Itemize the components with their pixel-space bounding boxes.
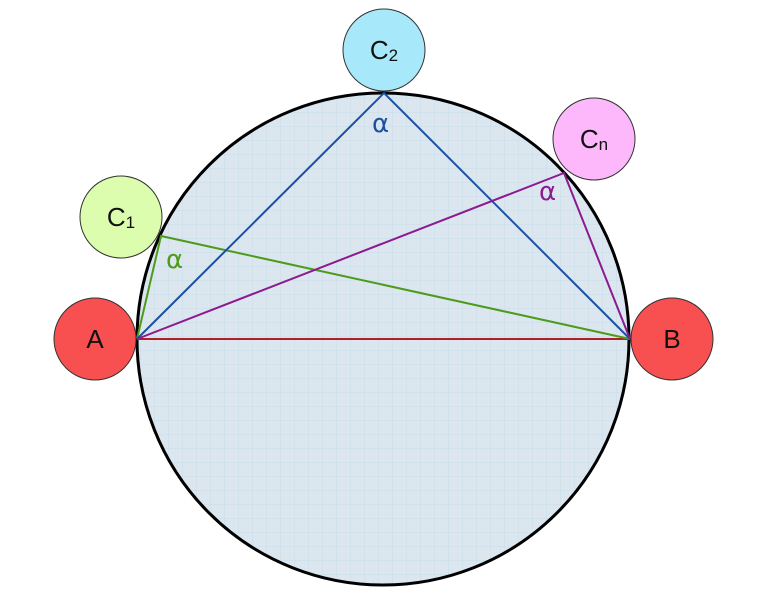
point-b-node: B [630,297,714,381]
point-a-circle [53,297,137,381]
point-b-label: B [663,324,680,354]
point-c2-node: C2 [342,8,426,92]
point-c1-node: C1 [79,175,163,259]
point-cn-circle [552,97,636,181]
triangle-a-c1-b [136,234,631,340]
point-c1-label: C1 [107,202,135,232]
point-a-label: A [86,324,104,354]
point-a-node: A [53,297,137,381]
angle-label-cn: α [539,177,556,207]
point-c2-label: C2 [370,35,398,65]
triangle-a-c2-b [136,91,631,340]
point-cn-label: Cn [580,124,608,154]
triangle-a-cn-b [136,171,631,340]
angle-label-c2: α [372,109,389,139]
point-c1-circle [79,175,163,259]
point-c2-circle [342,8,426,92]
point-cn-node: Cn [552,97,636,181]
point-b-circle [630,297,714,381]
angle-label-c1: α [166,245,183,275]
